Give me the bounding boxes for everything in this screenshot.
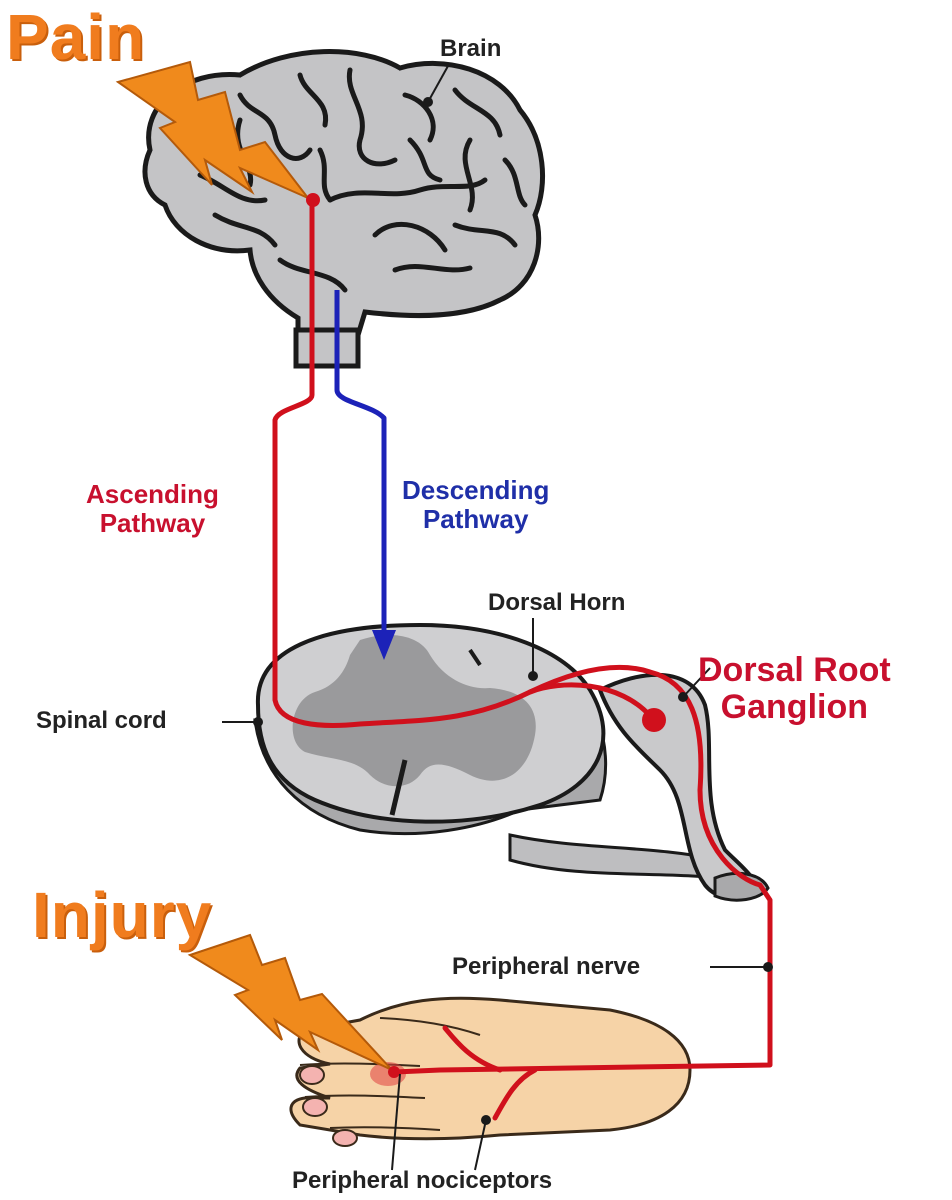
hand-illustration — [289, 996, 692, 1147]
dorsal-root-ganglion-label: Dorsal Root Ganglion — [698, 651, 891, 727]
leader-dots — [253, 97, 773, 1125]
peripheral-nociceptors-label: Peripheral nociceptors — [292, 1167, 553, 1194]
descending-line-1: Descending — [402, 475, 550, 505]
brain-stem — [293, 327, 361, 369]
descending-line-2: Pathway — [422, 503, 529, 534]
brain-label: Brain — [440, 35, 502, 62]
dorsal-horn-label: Dorsal Horn — [488, 589, 626, 616]
descending-pathway-line — [334, 290, 387, 640]
spinal-nerve-end — [713, 871, 770, 902]
leader-lines — [222, 65, 768, 1171]
injury-lightning-icon — [187, 933, 393, 1071]
drg-line-1: Dorsal Root — [698, 651, 891, 689]
brain-shape — [142, 49, 546, 348]
grey-matter-butterfly — [292, 635, 536, 787]
posterior-sulcus — [468, 648, 482, 667]
finger-lines — [299, 1017, 481, 1131]
spinal-cord-label: Spinal cord — [36, 707, 167, 734]
pain-lightning-icon — [115, 60, 309, 199]
injury-title: Injury — [32, 879, 213, 951]
descending-pathway-label: Descending Pathway — [402, 476, 549, 533]
anterior-fissure — [389, 759, 408, 816]
brain-illustration — [142, 49, 546, 369]
descending-arrowhead-icon — [372, 630, 396, 660]
ganglion-cell-body — [642, 708, 666, 732]
fingernails — [299, 1065, 358, 1147]
nociceptor-end-dot — [388, 1066, 400, 1078]
spinal-cord-illustration — [253, 622, 770, 902]
ascending-line-1: Ascending — [86, 479, 219, 509]
ascending-line-2: Pathway — [99, 507, 206, 538]
ascending-pathway-line — [272, 197, 773, 1121]
pain-title: Pain — [6, 1, 146, 73]
peripheral-nerve-label: Peripheral nerve — [452, 953, 641, 980]
drg-line-2: Ganglion — [720, 688, 868, 727]
ascending-pathway-label: Ascending Pathway — [86, 480, 219, 537]
brain-receptor-dot — [306, 193, 320, 207]
